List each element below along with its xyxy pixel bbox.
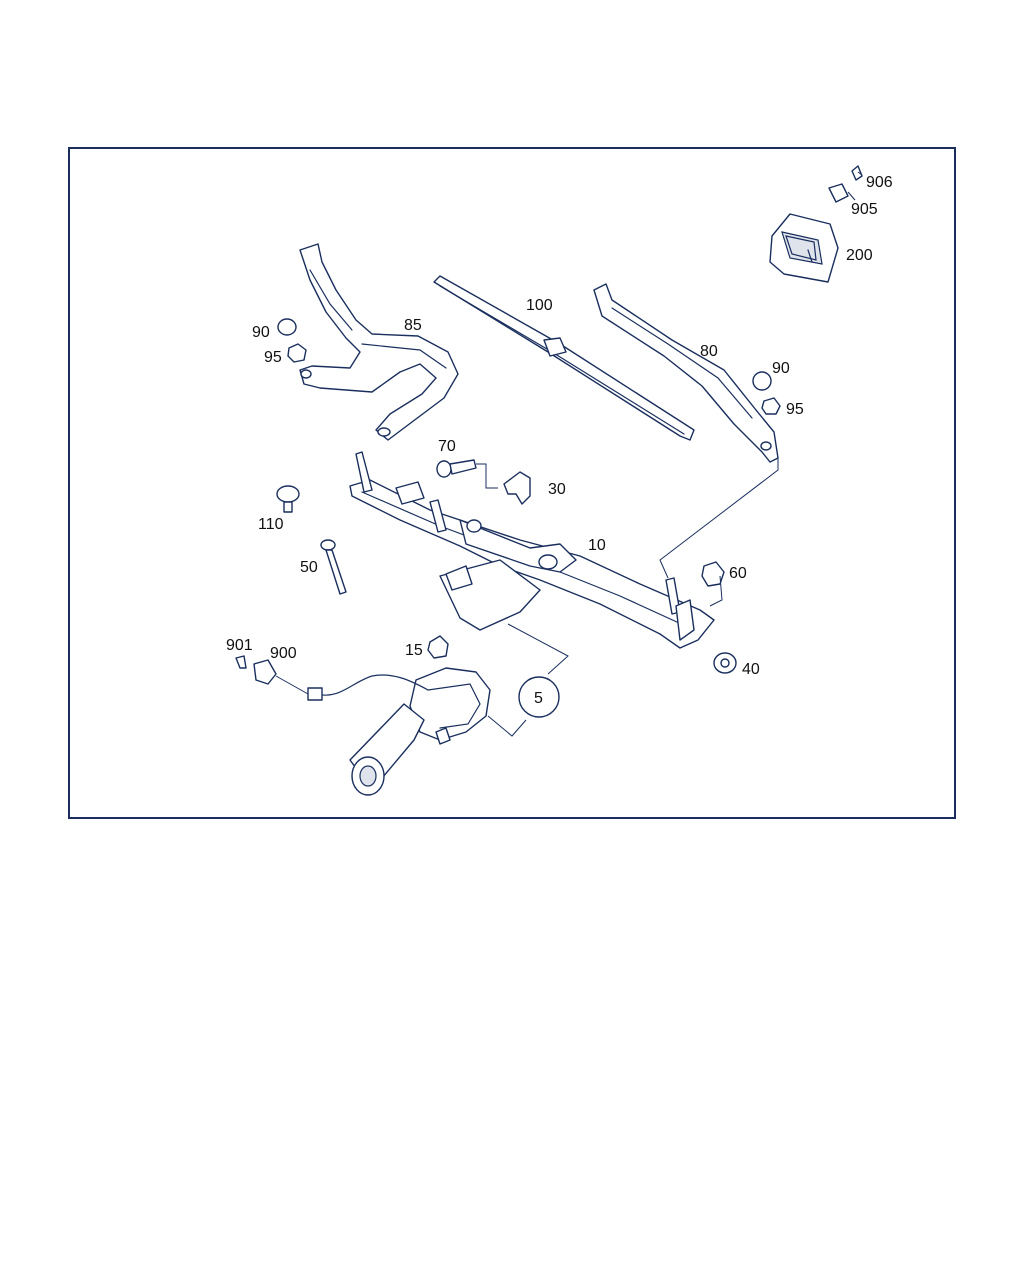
- part-95-nut-left: [287, 343, 307, 363]
- callout-80: 80: [700, 343, 718, 360]
- callout-906: 906: [866, 174, 893, 191]
- callout-5-circle: [518, 676, 560, 718]
- part-905-connector: [828, 183, 849, 203]
- callout-901: 901: [226, 637, 253, 654]
- part-901-pin: [235, 655, 247, 669]
- callout-70: 70: [438, 438, 456, 455]
- callout-85: 85: [404, 317, 422, 334]
- part-90-cap-right: [752, 371, 772, 391]
- part-50-bolt: [320, 539, 347, 595]
- part-90-cap-left: [277, 318, 297, 336]
- diagram-frame: [68, 147, 956, 819]
- callout-30: 30: [548, 481, 566, 498]
- part-5-wiper-motor: [307, 667, 491, 796]
- part-70-bolt: [436, 459, 477, 478]
- callout-10: 10: [588, 537, 606, 554]
- part-906-pin: [851, 165, 863, 181]
- callout-100: 100: [526, 297, 553, 314]
- callout-905: 905: [851, 201, 878, 218]
- part-110-clip: [276, 485, 300, 513]
- part-85-wiper-arm: [299, 243, 459, 441]
- part-10-linkage: [349, 451, 715, 649]
- callout-40: 40: [742, 661, 760, 678]
- part-900-connector: [253, 659, 309, 695]
- callout-5: 5: [534, 690, 543, 707]
- callout-90-right: 90: [772, 360, 790, 377]
- callout-60: 60: [729, 565, 747, 582]
- callout-900: 900: [270, 645, 297, 662]
- callout-15: 15: [405, 642, 423, 659]
- part-95-nut-right: [761, 397, 781, 415]
- part-100-wiper-blade: [433, 275, 695, 441]
- part-200-housing: [769, 213, 839, 283]
- part-40-grommet: [713, 652, 737, 674]
- leader-lines: [487, 171, 863, 737]
- callout-95-right: 95: [786, 401, 804, 418]
- part-15-nut: [427, 635, 449, 659]
- callout-110: 110: [258, 516, 284, 533]
- callout-95-left: 95: [264, 349, 282, 366]
- callout-200: 200: [846, 247, 873, 264]
- callout-90-left: 90: [252, 324, 270, 341]
- callout-50: 50: [300, 559, 318, 576]
- part-30-bracket: [476, 463, 531, 505]
- part-60-bushing: [701, 561, 725, 587]
- part-80-wiper-arm: [593, 283, 779, 463]
